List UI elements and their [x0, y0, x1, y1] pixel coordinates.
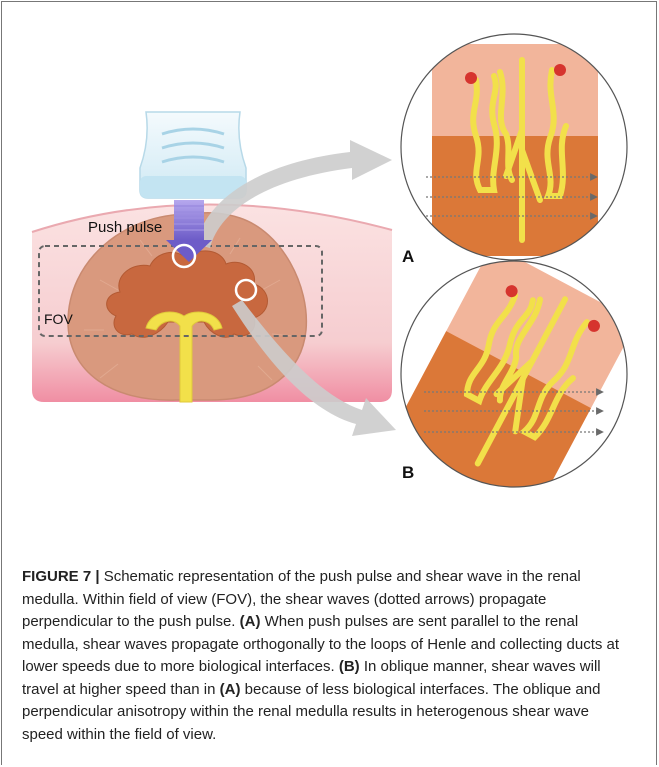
caption-ref-a: (A)	[240, 613, 261, 630]
push-pulse-label: Push pulse	[88, 219, 162, 236]
panel-label-a: A	[402, 247, 414, 266]
figure-illustration: Push pulse FOV	[0, 0, 659, 560]
panel-label-b: B	[402, 463, 414, 482]
caption-figure-label: FIGURE 7 |	[22, 568, 100, 585]
zoom-panel-b	[388, 245, 637, 518]
ultrasound-probe	[140, 112, 246, 198]
fov-label: FOV	[44, 311, 73, 327]
caption-ref-b: (B)	[339, 658, 360, 675]
zoom-panel-a	[401, 34, 627, 260]
figure-caption: FIGURE 7 | Schematic representation of t…	[22, 566, 634, 746]
caption-ref-a2: (A)	[220, 681, 241, 698]
